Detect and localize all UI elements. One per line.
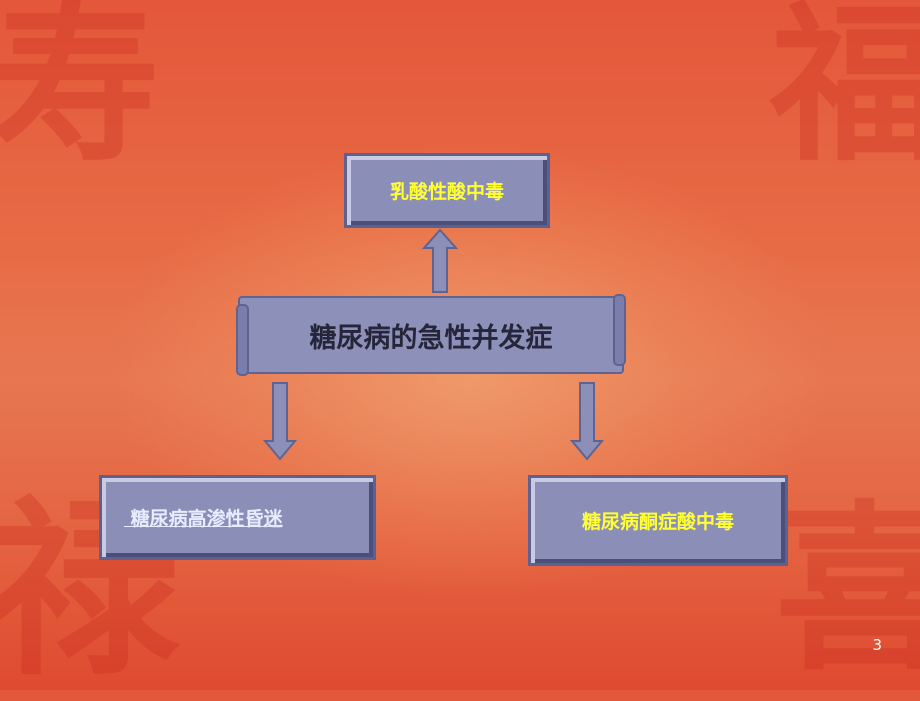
arrow-down-right-icon (569, 382, 605, 461)
center-title: 糖尿病的急性并发症 (309, 322, 553, 354)
hyperosmolar-coma-link[interactable]: 糖尿病高渗性昏迷 (124, 508, 283, 530)
lactic-acidosis-label: 乳酸性酸中毒 (389, 181, 504, 203)
arrow-up-icon (421, 228, 459, 293)
ketoacidosis-label: 糖尿病酮症酸中毒 (581, 511, 734, 533)
ketoacidosis-box: 糖尿病酮症酸中毒 (528, 475, 788, 566)
hyperosmolar-coma-link-box[interactable]: 糖尿病高渗性昏迷 (99, 475, 376, 560)
page-number: 3 (872, 636, 882, 654)
seal-decoration-top-right: 福 (770, 0, 920, 185)
seal-decoration-top-left: 寿 (0, 0, 161, 185)
arrow-down-left-icon (262, 382, 298, 461)
center-title-scroll: 糖尿病的急性并发症 (236, 294, 626, 376)
seal-decoration-bottom-right: 喜 (775, 484, 920, 695)
lactic-acidosis-box: 乳酸性酸中毒 (344, 153, 550, 228)
